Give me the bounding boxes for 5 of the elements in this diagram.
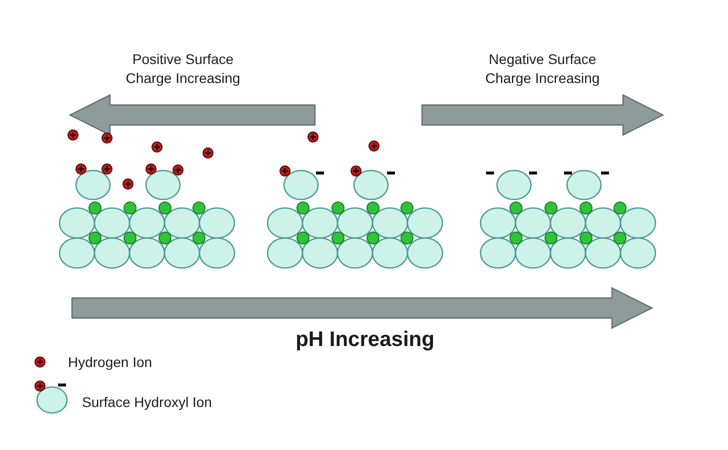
legend-text: Surface Hydroxyl Ion [82, 394, 212, 410]
axis-label: pH Increasing [294, 327, 436, 353]
charge-label: Negative Surface Charge Increasing [484, 50, 601, 88]
legend-text: Hydrogen Ion [68, 354, 152, 370]
charge-label: Positive Surface Charge Increasing [124, 50, 242, 88]
